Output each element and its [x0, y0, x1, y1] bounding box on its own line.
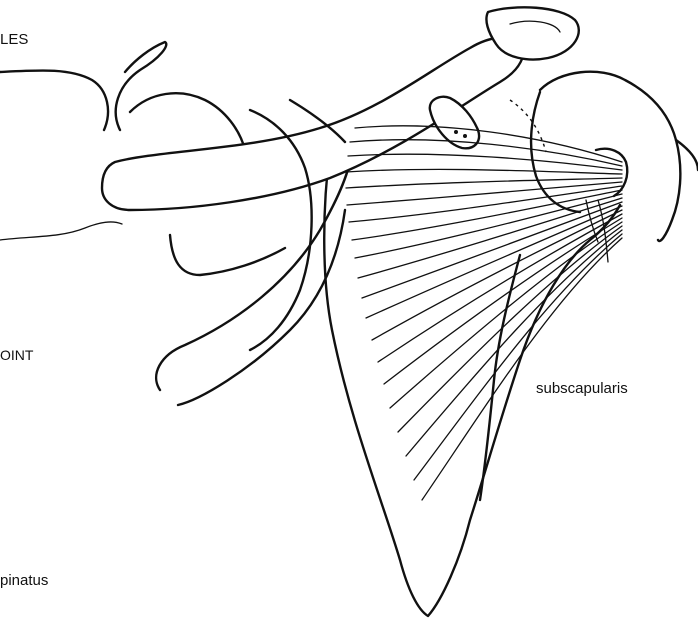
subscapularis-fibers: [346, 126, 622, 500]
fiber: [352, 190, 622, 240]
left-outline: [0, 70, 108, 130]
fiber: [346, 169, 622, 174]
infraglenoid-curve: [170, 235, 285, 275]
acromion-hook: [116, 42, 167, 130]
acromion-inner: [130, 93, 245, 150]
fiber: [422, 238, 622, 500]
humeral-head-inner: [531, 92, 580, 212]
label-infraspinatus: pinatus: [0, 573, 48, 588]
fiber: [358, 198, 622, 278]
label-joint: OINT: [0, 348, 33, 362]
scapular-spine-inner: [178, 210, 345, 405]
coracoid-dot: [463, 134, 467, 138]
lower-left-contour: [0, 222, 122, 240]
fiber: [414, 234, 622, 480]
label-muscles: LES: [0, 32, 28, 47]
coracoid-dot: [454, 130, 458, 134]
fiber: [346, 178, 622, 188]
label-subscapularis: subscapularis: [536, 381, 628, 396]
fiber: [348, 154, 622, 170]
dashed-reference-line: [510, 100, 546, 152]
